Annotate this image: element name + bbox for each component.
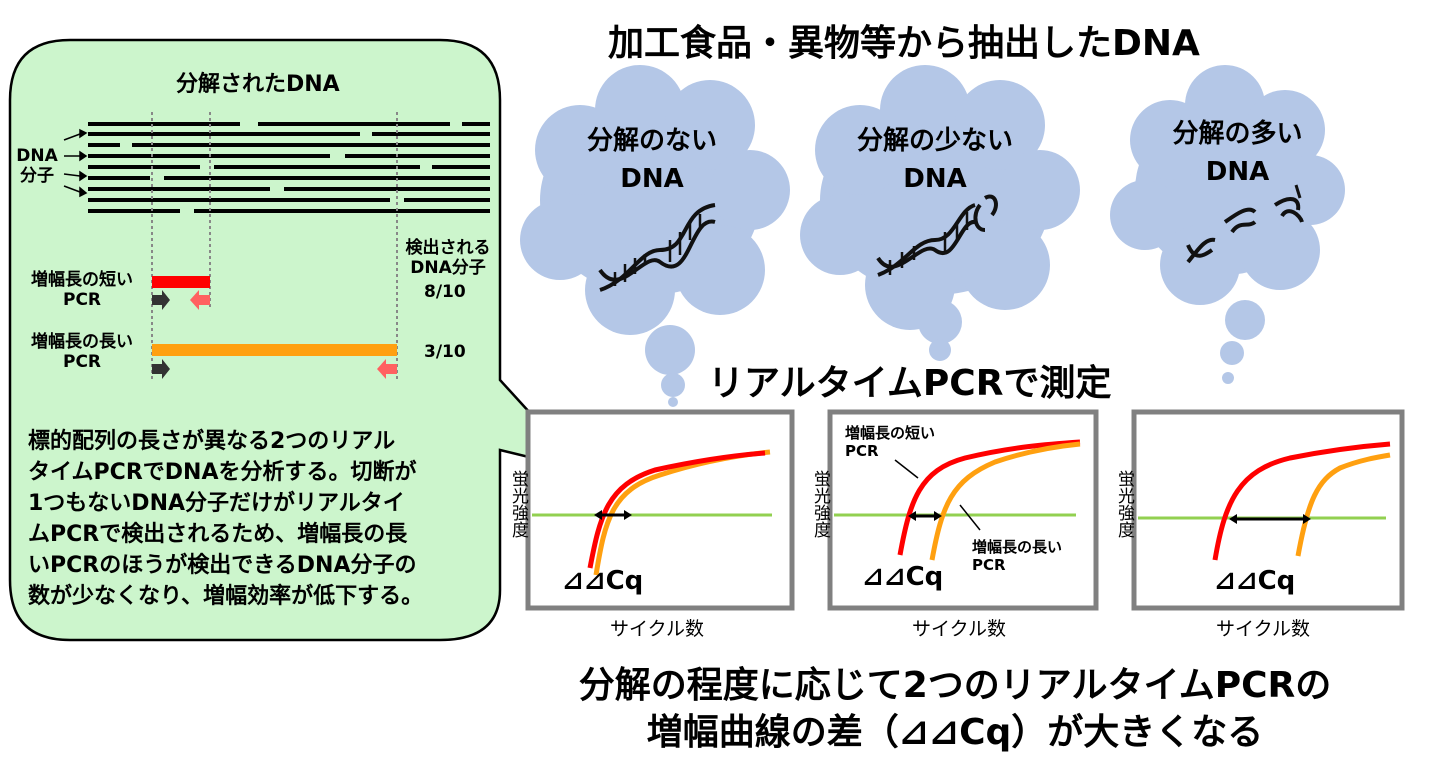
conclusion-line-1: 分解の程度に応じて2つのリアルタイムPCRの [578, 665, 1332, 706]
y-axis-label: 蛍光強度 [1114, 470, 1134, 538]
realtime-pcr-title: リアルタイムPCRで測定 [708, 363, 1112, 404]
long-pcr-ratio: 3/10 [424, 342, 466, 362]
long-amplicon-bar [152, 344, 397, 356]
x-axis-label: サイクル数 [1216, 618, 1311, 640]
dna-helix-slightly-degraded-icon [876, 194, 998, 277]
main-title: 加工食品・異物等から抽出したDNA [608, 23, 1200, 64]
dna-pointer-arrows [63, 128, 88, 198]
short-pcr-curve [587, 450, 766, 569]
annotation-pointer [894, 459, 919, 479]
short-amplicon-bar [152, 276, 210, 288]
conclusion-line-2: 増幅曲線の差（⊿⊿Cq）が大きくなる [646, 712, 1264, 753]
y-axis-label: 蛍光強度 [810, 470, 830, 538]
y-axis-label: 蛍光強度 [508, 470, 528, 538]
ddcq-label: ⊿⊿Cq [1214, 566, 1296, 596]
plot-frame-intact [525, 409, 795, 611]
conclusion-text: 分解の程度に応じて2つのリアルタイムPCRの 増幅曲線の差（⊿⊿Cq）が大きくな… [520, 662, 1390, 756]
forward-primer-arrow [152, 290, 170, 310]
long-pcr-curve [929, 441, 1081, 561]
cloud-slightly-degraded [800, 65, 1080, 361]
forward-primer-arrow [152, 359, 170, 379]
ddcq-label: ⊿⊿Cq [862, 562, 944, 592]
short-pcr-curve [897, 439, 1081, 556]
plot-frame-highly-degraded [1131, 409, 1405, 611]
x-axis-label: サイクル数 [912, 618, 1007, 640]
dna-helix-highly-degraded-icon [1186, 184, 1304, 264]
annotation-pointer [959, 504, 981, 531]
ddcq-label: ⊿⊿Cq [562, 566, 644, 596]
short-pcr-ratio: 8/10 [424, 282, 466, 302]
x-axis-label: サイクル数 [610, 618, 705, 640]
cloud-intact [520, 65, 790, 407]
reverse-primer-arrow [377, 359, 397, 379]
short-pcr-curve [1212, 441, 1391, 561]
cloud-highly-degraded [1110, 65, 1345, 384]
dna-helix-intact-icon [598, 203, 716, 292]
bubble-description: 標的配列の長さが異なる2つのリアル タイムPCRでDNAを分析する。切断が 1つ… [28, 429, 424, 609]
reverse-primer-arrow [190, 290, 210, 310]
bubble-title: 分解されたDNA [176, 72, 340, 97]
